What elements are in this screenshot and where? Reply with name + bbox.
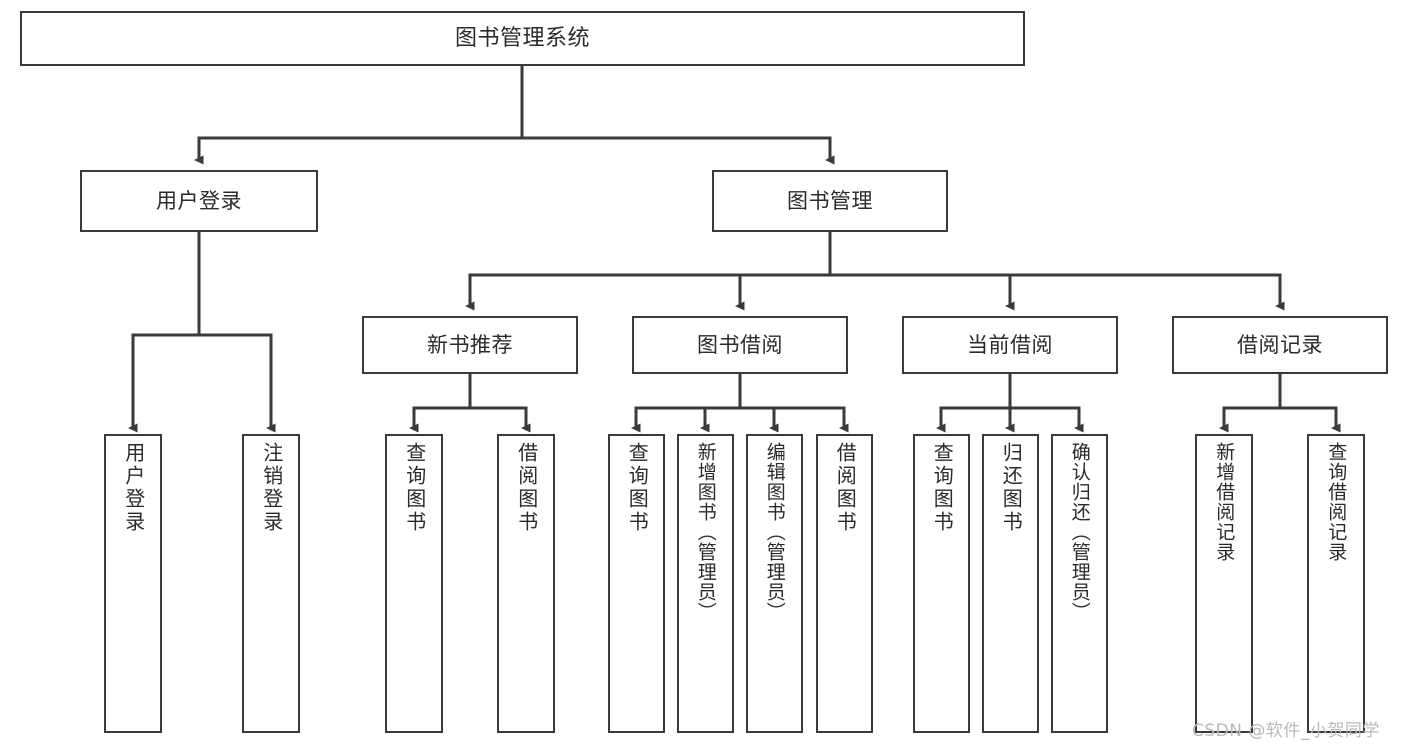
node-leaf-confirm-return-label: 确认归还（管理员） <box>1068 442 1091 622</box>
node-root-system[interactable]: 图书管理系统 <box>20 11 1025 66</box>
node-leaf-borrow-book-2-label: 借阅图书 <box>833 442 858 534</box>
node-book-borrow-label: 图书借阅 <box>697 332 783 357</box>
node-current-borrow-label: 当前借阅 <box>967 332 1053 357</box>
node-root-system-label: 图书管理系统 <box>454 25 590 51</box>
node-current-borrow[interactable]: 当前借阅 <box>902 316 1118 374</box>
node-borrow-record-label: 借阅记录 <box>1237 332 1323 357</box>
node-leaf-return-book-label: 归还图书 <box>999 442 1024 534</box>
node-leaf-query-book-2-label: 查询图书 <box>625 442 650 534</box>
node-user-login-label: 用户登录 <box>156 188 242 213</box>
node-leaf-edit-book-label: 编辑图书（管理员） <box>763 442 786 622</box>
node-borrow-record[interactable]: 借阅记录 <box>1172 316 1388 374</box>
node-user-login[interactable]: 用户登录 <box>80 170 318 232</box>
node-book-management-label: 图书管理 <box>787 188 873 213</box>
node-book-borrow[interactable]: 图书借阅 <box>632 316 848 374</box>
node-leaf-user-login-label: 用户登录 <box>121 442 146 534</box>
node-leaf-edit-book[interactable]: 编辑图书（管理员） <box>746 434 803 733</box>
node-leaf-query-book-1[interactable]: 查询图书 <box>385 434 443 733</box>
node-leaf-user-login[interactable]: 用户登录 <box>104 434 162 733</box>
node-leaf-add-book-label: 新增图书（管理员） <box>694 442 717 622</box>
node-book-management[interactable]: 图书管理 <box>712 170 948 232</box>
node-leaf-add-record[interactable]: 新增借阅记录 <box>1195 434 1253 733</box>
node-new-book-recommend[interactable]: 新书推荐 <box>362 316 578 374</box>
node-leaf-borrow-book-1[interactable]: 借阅图书 <box>497 434 555 733</box>
node-leaf-add-record-label: 新增借阅记录 <box>1213 442 1236 562</box>
node-leaf-borrow-book-2[interactable]: 借阅图书 <box>816 434 873 733</box>
node-leaf-logout-login-label: 注销登录 <box>259 442 284 534</box>
node-leaf-logout-login[interactable]: 注销登录 <box>242 434 300 733</box>
node-leaf-query-record[interactable]: 查询借阅记录 <box>1307 434 1365 733</box>
node-leaf-query-book-1-label: 查询图书 <box>402 442 427 534</box>
node-leaf-query-book-3-label: 查询图书 <box>930 442 955 534</box>
node-leaf-borrow-book-1-label: 借阅图书 <box>514 442 539 534</box>
node-leaf-return-book[interactable]: 归还图书 <box>982 434 1039 733</box>
node-new-book-recommend-label: 新书推荐 <box>427 332 513 357</box>
node-leaf-add-book[interactable]: 新增图书（管理员） <box>677 434 734 733</box>
node-leaf-query-record-label: 查询借阅记录 <box>1325 442 1348 562</box>
node-leaf-confirm-return[interactable]: 确认归还（管理员） <box>1051 434 1108 733</box>
watermark-credit: CSDN @软件_小贺同学 <box>1192 721 1380 741</box>
node-leaf-query-book-2[interactable]: 查询图书 <box>608 434 665 733</box>
node-leaf-query-book-3[interactable]: 查询图书 <box>913 434 970 733</box>
